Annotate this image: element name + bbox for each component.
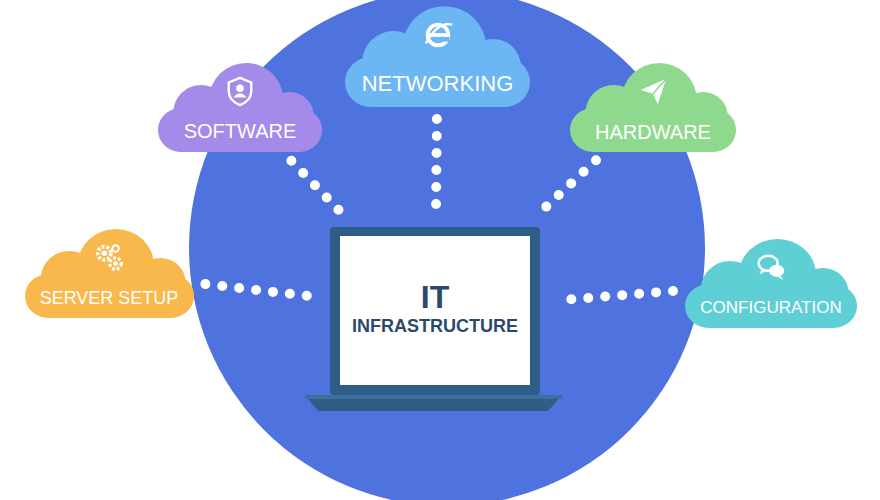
dotted-connector xyxy=(291,161,344,216)
cloud-node: CONFIGURATION xyxy=(685,238,857,328)
laptop-hinge xyxy=(305,395,562,399)
cloud-icon xyxy=(93,241,125,273)
dotted-connector xyxy=(205,284,312,296)
laptop-screen: ITINFRASTRUCTURE xyxy=(340,236,530,385)
cloud-node: SERVER SETUP xyxy=(25,228,194,318)
cloud-node: HARDWARE xyxy=(570,62,736,152)
screen-heading: IT xyxy=(421,279,449,316)
laptop-frame xyxy=(330,227,540,395)
cloud-label: CONFIGURATION xyxy=(685,298,857,318)
screen-body: INFRASTRUCTURE xyxy=(352,316,518,337)
cloud-label: SERVER SETUP xyxy=(25,288,194,309)
cloud-icon xyxy=(637,75,669,107)
cloud-label: HARDWARE xyxy=(570,121,736,144)
cloud-icon xyxy=(755,251,787,283)
cloud-icon xyxy=(422,19,454,51)
blue-circle xyxy=(189,0,705,500)
cloud-node: SOFTWARE xyxy=(158,62,322,152)
laptop-base xyxy=(305,395,562,411)
dotted-connector xyxy=(558,291,673,300)
cloud-label: NETWORKING xyxy=(345,71,530,97)
cloud-icon xyxy=(224,75,256,107)
dotted-connector xyxy=(535,160,596,217)
dotted-connector xyxy=(431,119,442,208)
cloud-node: NETWORKING xyxy=(345,5,530,107)
cloud-label: SOFTWARE xyxy=(158,120,322,143)
